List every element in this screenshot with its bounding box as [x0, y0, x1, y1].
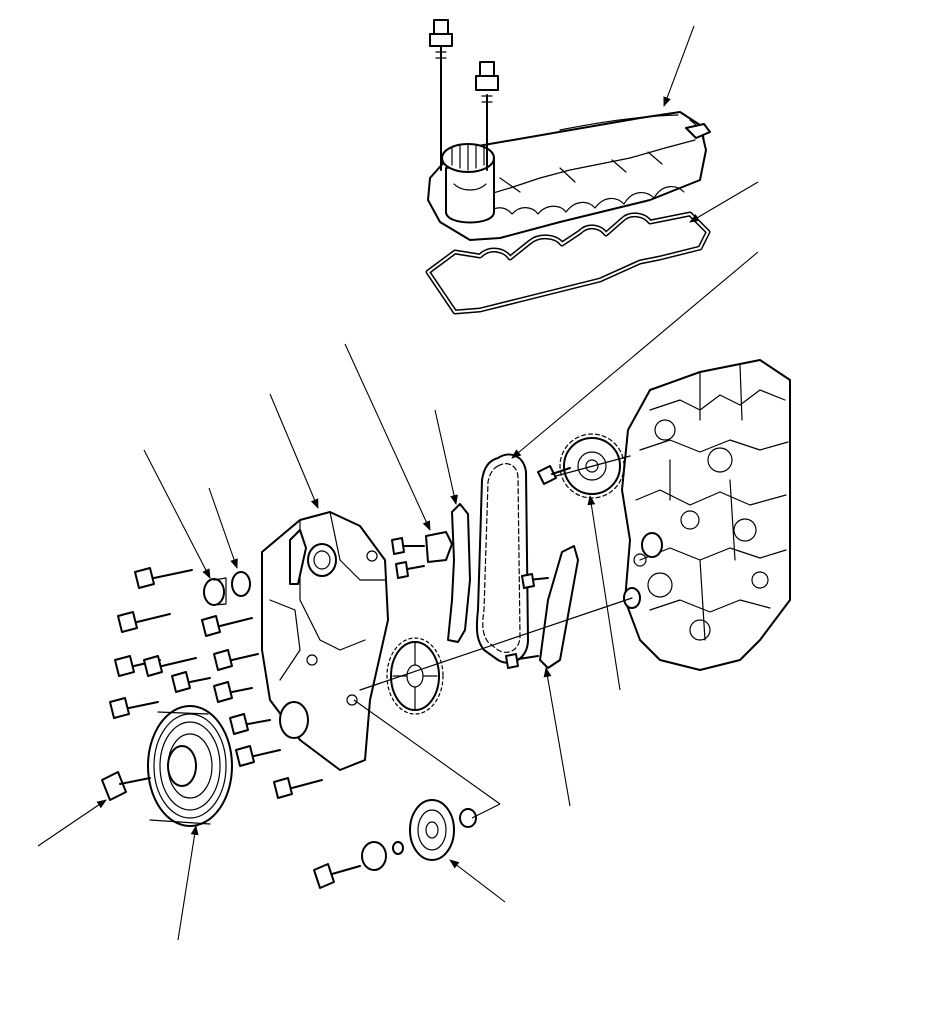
callout-crankshaft-pulley	[177, 825, 199, 941]
crankshaft-sprocket	[386, 637, 444, 715]
bolt	[117, 611, 171, 633]
bolt	[273, 777, 323, 799]
bolt	[213, 649, 259, 671]
o-ring	[231, 571, 251, 597]
pulley-bolt	[101, 771, 151, 801]
bolt	[109, 697, 159, 719]
callout-chain-guide-lower	[543, 667, 571, 807]
chain-guide-lower	[505, 545, 579, 669]
bolt	[235, 745, 281, 767]
camshaft-sprocket	[537, 433, 625, 499]
bolt	[201, 615, 253, 637]
bolt	[134, 567, 193, 589]
callout-timing-chain	[511, 251, 759, 459]
callout-tensioner	[344, 343, 431, 531]
crankshaft-pulley	[147, 705, 233, 827]
timing-chain	[475, 453, 529, 664]
callout-chain-guide-upper	[434, 409, 458, 505]
bolt	[143, 655, 197, 677]
callout-lines	[37, 25, 759, 941]
callout-chain-case	[269, 393, 319, 509]
chain-case-bolts	[109, 567, 323, 799]
callout-sealing-cap	[143, 449, 211, 579]
callout-idler-pulley	[449, 859, 506, 903]
sealing-cap	[203, 577, 227, 606]
chain-guide-upper	[447, 503, 471, 643]
callout-o-ring	[208, 487, 238, 569]
callout-camshaft-sprocket	[587, 495, 621, 691]
cylinder-head-cover	[427, 19, 711, 241]
callout-pulley-bolt	[37, 799, 107, 847]
bolt	[171, 671, 211, 693]
callout-gasket	[689, 181, 759, 223]
callout-oil-seal	[353, 699, 501, 819]
bolt	[213, 681, 253, 703]
chain-tensioner	[391, 531, 453, 579]
callout-head-cover	[663, 25, 695, 107]
cover-gasket	[425, 211, 711, 315]
idler-pulley	[313, 799, 477, 889]
chain-case	[261, 511, 389, 771]
bolt	[229, 713, 271, 735]
center-lines	[359, 455, 633, 691]
engine-block	[621, 359, 791, 671]
